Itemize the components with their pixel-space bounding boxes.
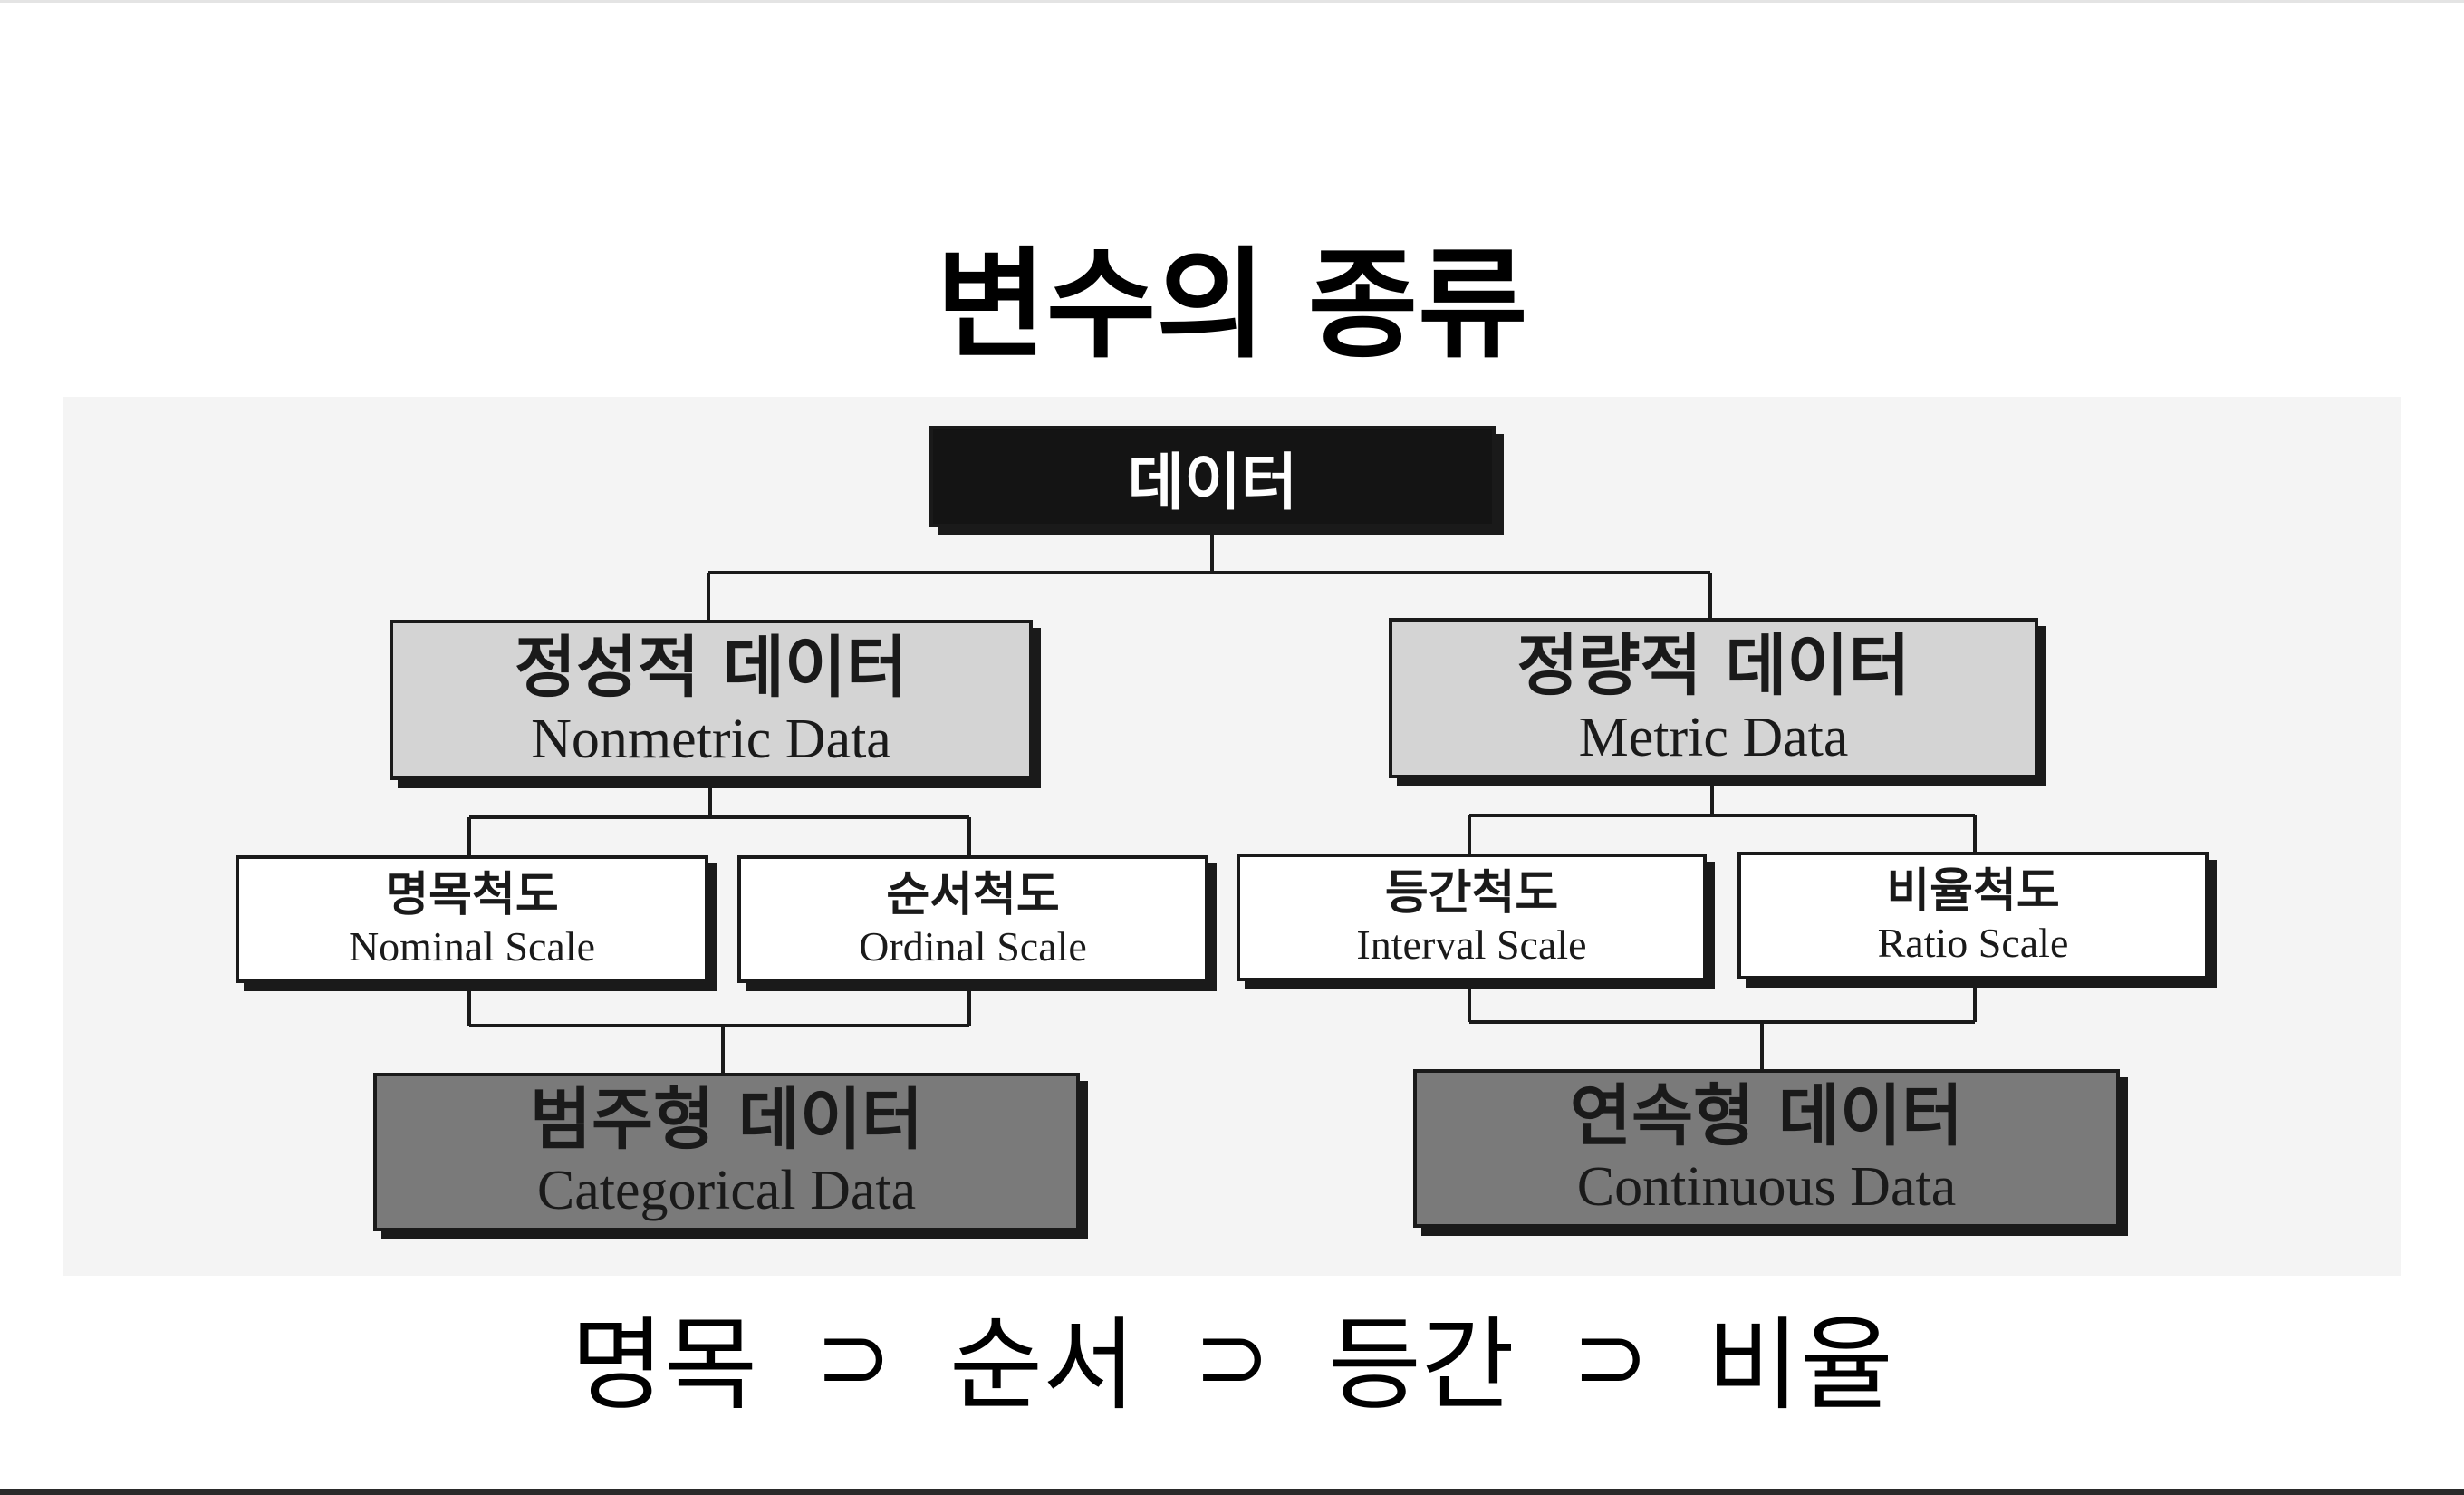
superset-symbol: ⊃ [815,1303,891,1410]
node-continuous-eng: Continuous Data [1576,1155,1957,1218]
node-nonmetric-eng: Nonmetric Data [531,708,891,770]
superset-symbol: ⊃ [1194,1303,1270,1410]
node-data-root: 데이터 [929,426,1496,527]
node-metric-eng: Metric Data [1578,706,1849,768]
bottom-bar [0,1489,2464,1495]
node-interval-scale: 등간척도 Interval Scale [1237,854,1707,981]
node-nonmetric-data: 정성적 데이터 Nonmetric Data [390,620,1033,780]
node-ordinal-kor: 순서척도 [886,867,1060,922]
node-categorical-eng: Categorical Data [536,1159,917,1221]
relation-term-interval: 등간 [1327,1307,1515,1424]
scale-relation: 명목 ⊃ 순서 ⊃ 등간 ⊃ 비율 [0,1297,2464,1425]
node-ratio-scale: 비율척도 Ratio Scale [1737,852,2209,979]
node-interval-eng: Interval Scale [1356,921,1587,968]
node-nominal-kor: 명목척도 [385,867,559,922]
relation-term-ordinal: 순서 [949,1307,1137,1424]
node-metric-kor: 정량적 데이터 [1516,626,1911,705]
top-divider [0,0,2464,3]
node-continuous-kor: 연속형 데이터 [1569,1076,1964,1155]
relation-term-ratio: 비율 [1706,1307,1893,1424]
node-categorical-kor: 범주형 데이터 [529,1080,924,1159]
node-ratio-kor: 비율척도 [1886,863,2060,919]
node-nominal-eng: Nominal Scale [348,922,596,969]
node-categorical-data: 범주형 데이터 Categorical Data [373,1073,1080,1231]
node-ratio-eng: Ratio Scale [1877,919,2069,966]
node-root-label: 데이터 [1127,447,1298,519]
node-metric-data: 정량적 데이터 Metric Data [1389,618,2038,778]
node-interval-kor: 등간척도 [1384,865,1559,921]
node-ordinal-eng: Ordinal Scale [859,922,1087,969]
relation-term-nominal: 명목 [571,1307,758,1424]
slide-title: 변수의 종류 [936,236,1528,375]
node-continuous-data: 연속형 데이터 Continuous Data [1413,1069,2120,1228]
node-nominal-scale: 명목척도 Nominal Scale [236,855,708,983]
superset-symbol: ⊃ [1572,1303,1649,1410]
node-nonmetric-kor: 정성적 데이터 [514,628,909,707]
node-ordinal-scale: 순서척도 Ordinal Scale [737,855,1208,983]
